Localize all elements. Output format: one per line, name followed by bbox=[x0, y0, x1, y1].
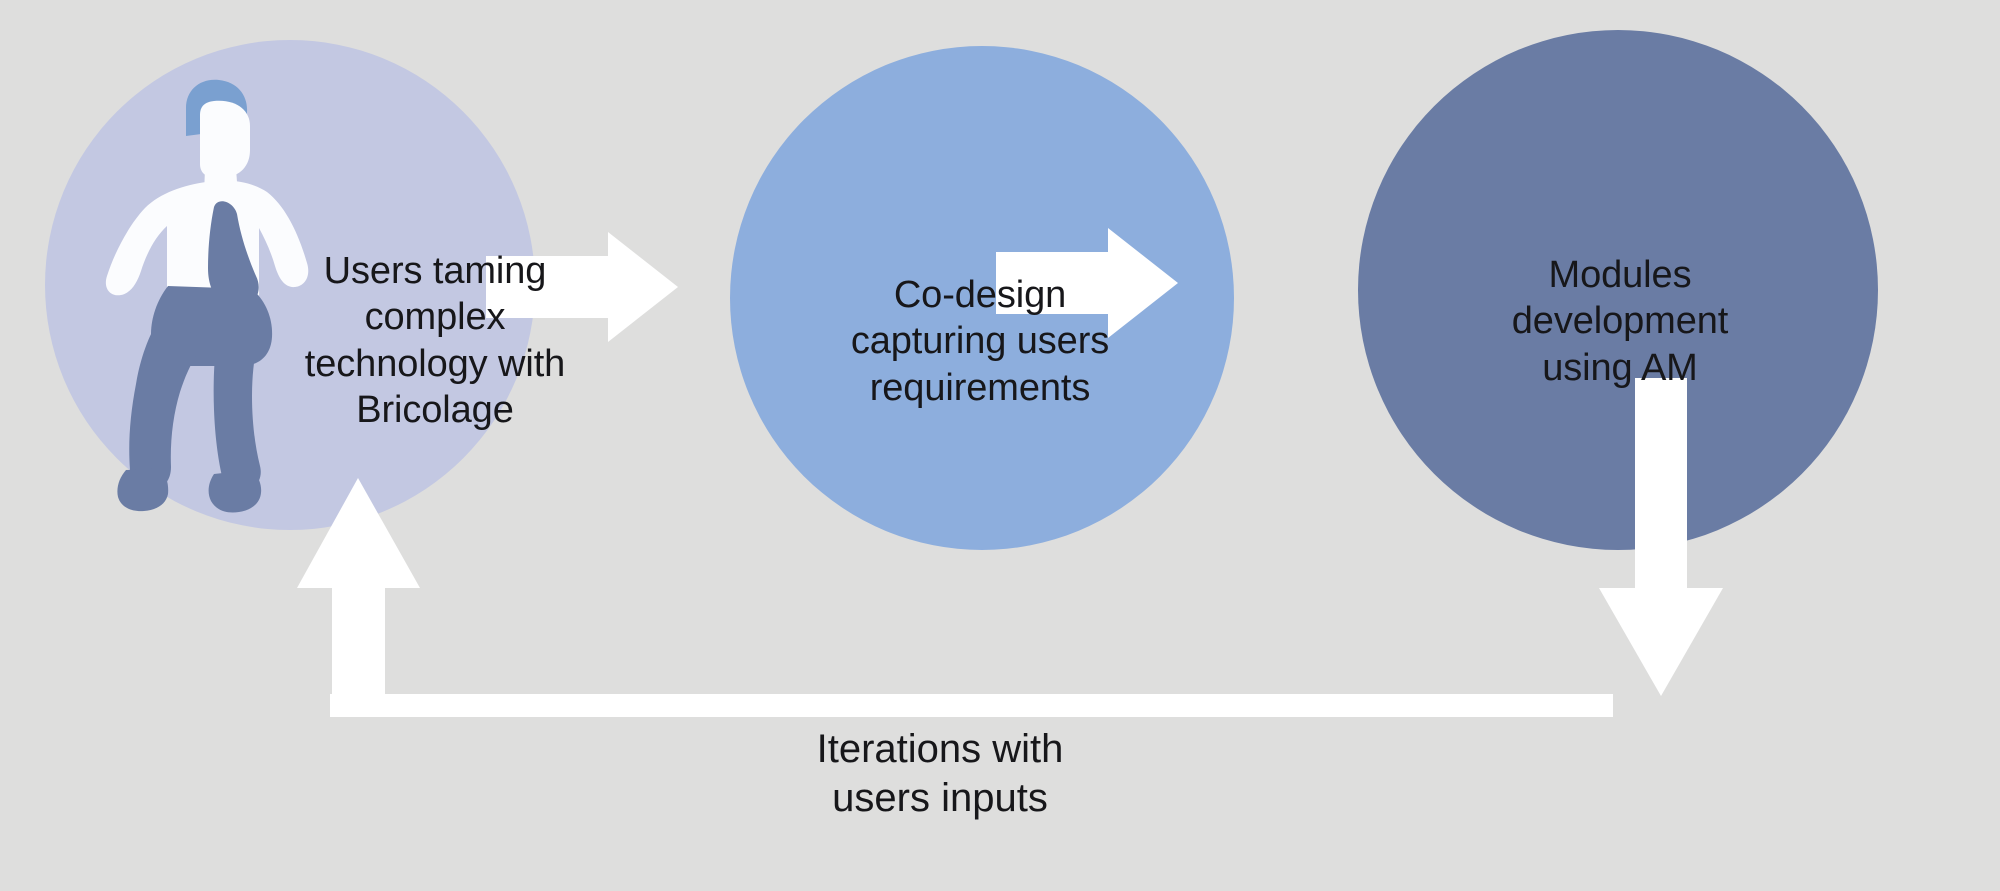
arrow-bricolage-to-codesign bbox=[486, 232, 678, 342]
feedback-loop-label: Iterations with users inputs bbox=[816, 727, 1064, 820]
node-circle-codesign[interactable] bbox=[730, 46, 1234, 550]
seated-person-icon bbox=[105, 79, 309, 513]
node-circle-modules[interactable] bbox=[1358, 30, 1878, 550]
arrow-modules-down bbox=[1599, 378, 1723, 696]
feedback-bar bbox=[330, 694, 1613, 717]
arrow-feedback-up bbox=[297, 478, 420, 716]
arrow-codesign-to-modules bbox=[996, 228, 1178, 338]
